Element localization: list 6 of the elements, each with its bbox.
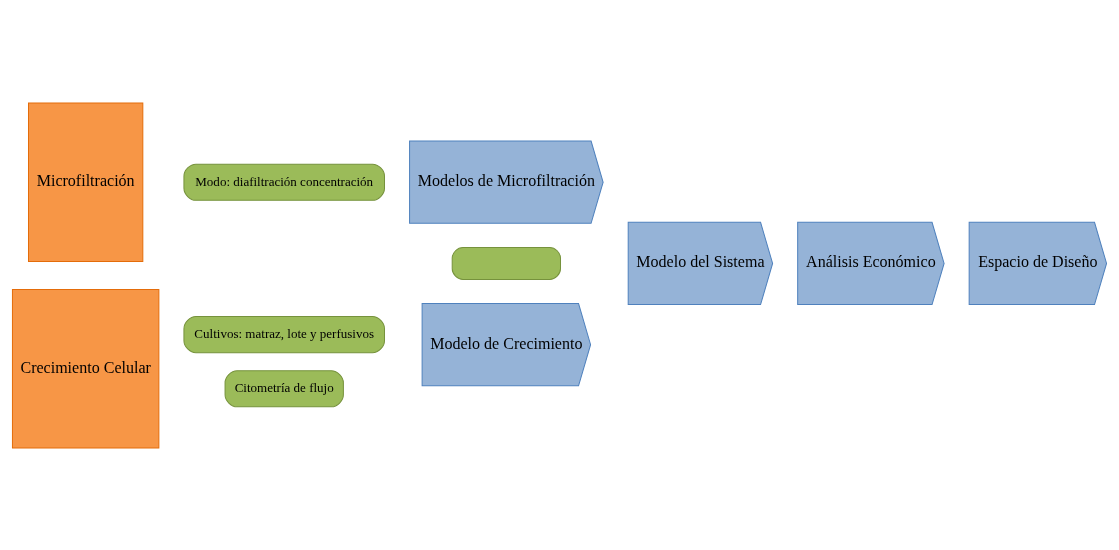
node-box: Cultivos: matraz, lote y perfusivos [183, 315, 385, 353]
node-box: Modo: diafiltración concentración [183, 163, 385, 201]
node-box: Crecimiento Celular [11, 288, 160, 448]
node-box: Microfiltración [28, 102, 144, 262]
node-box [451, 246, 561, 280]
node-box: Citometría de flujo [224, 369, 344, 407]
